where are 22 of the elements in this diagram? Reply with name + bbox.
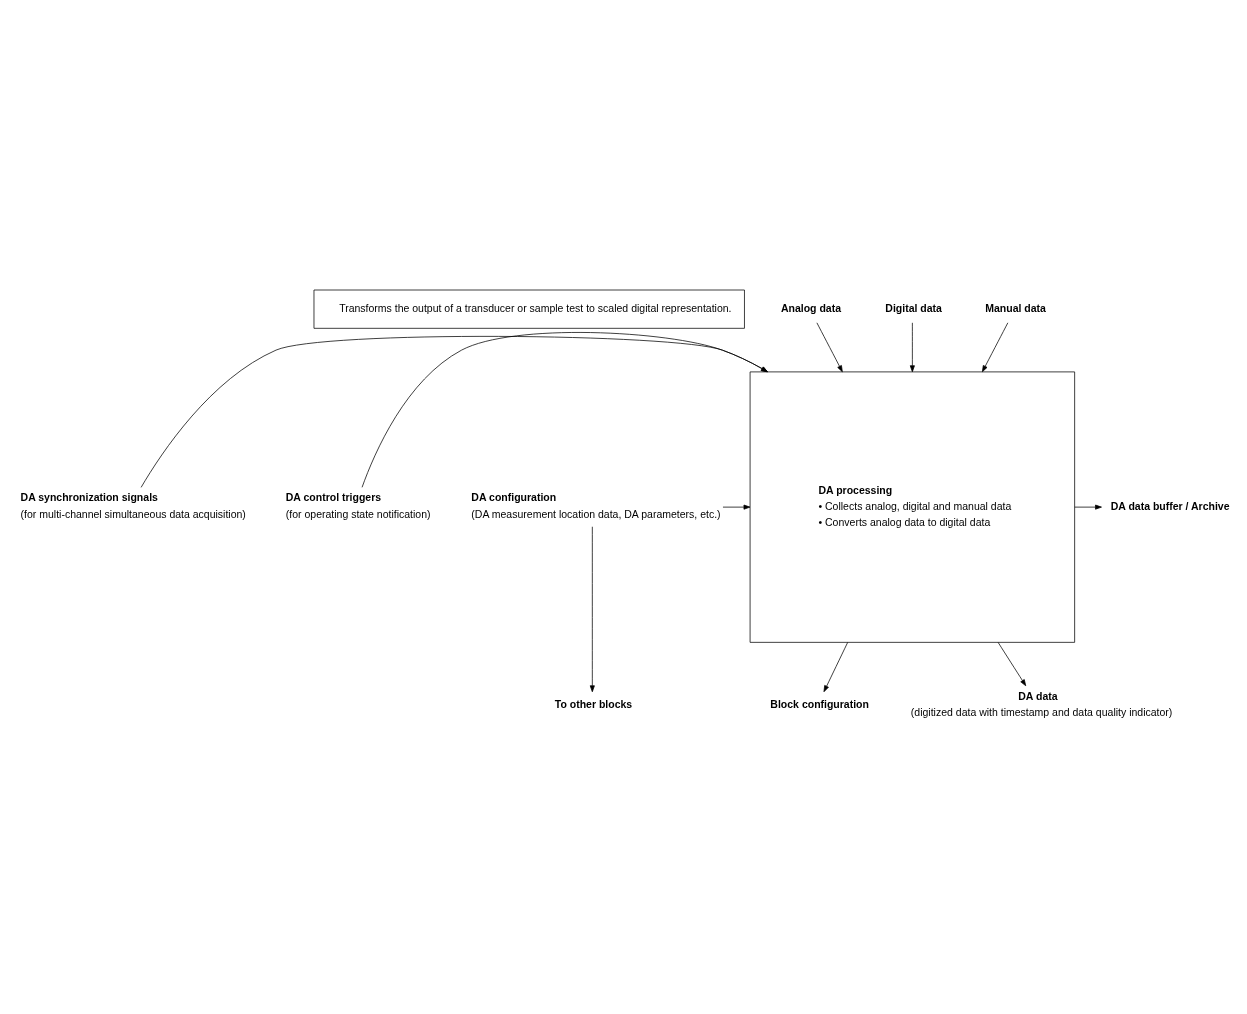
arrow xyxy=(909,321,915,372)
arrow xyxy=(997,641,1027,686)
node-box: DA processing • Collects analog, digital and manual data • Converts analog data to digital data xyxy=(749,371,1075,643)
node-text: Manual data xyxy=(985,301,1046,314)
arrow xyxy=(722,504,751,510)
node-text: DA configuration (DA measurement location data, DA parameters, etc.) xyxy=(471,490,721,520)
arrow xyxy=(1074,504,1102,510)
node-text: To other blocks xyxy=(554,697,633,710)
arrow xyxy=(982,321,1009,372)
node-text: DA data buffer / Archive xyxy=(1110,499,1230,512)
arrow xyxy=(816,321,843,372)
node-text: Analog data xyxy=(780,301,841,314)
node-text: DA control triggers (for operating state notification) xyxy=(285,490,431,520)
arrow xyxy=(140,335,768,488)
arrow xyxy=(361,331,768,488)
arrow xyxy=(823,641,849,692)
node-text: Digital data xyxy=(885,301,942,314)
arrow xyxy=(589,525,595,692)
node-text: DA synchronization signals (for multi-channel simultaneous data acquisition) xyxy=(20,490,246,520)
node-text: DA data (digitized data with timestamp and data quality indicator) xyxy=(910,689,1173,718)
node-box: Transforms the output of a transducer or sample test to scaled digital representation. xyxy=(313,289,745,329)
node-text: Block configuration xyxy=(770,697,869,710)
